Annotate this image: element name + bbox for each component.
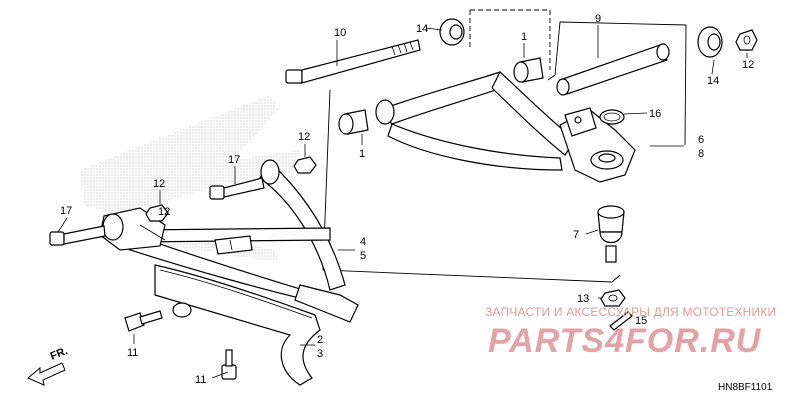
upper-arm-boundary: [322, 21, 687, 283]
cotter-pin-part-15: [609, 311, 633, 331]
nut-part-12-upper-arm: [293, 156, 317, 174]
nut-part-12-lower-arm: [145, 204, 169, 222]
callout-2: 2: [317, 334, 323, 346]
upper-arm-dashed-boundary: [469, 9, 551, 70]
callout-7: 7: [573, 229, 579, 241]
bolt-part-11-bottom: [221, 349, 237, 380]
front-direction-arrow: FR.: [27, 345, 70, 386]
watermark-logo: PARTS4FOR.RU: [488, 322, 762, 360]
bolt-part-17-left: [49, 225, 106, 246]
callout-9: 9: [595, 13, 601, 25]
callout-3: 3: [317, 348, 323, 360]
callout-12-middle: 12: [153, 178, 165, 190]
callout-17-left: 17: [60, 205, 72, 217]
nut-part-12-right: [735, 29, 758, 51]
callout-17-upper: 17: [228, 154, 240, 166]
callout-11-left: 11: [127, 347, 138, 359]
bolt-part-17-upper: [209, 177, 265, 200]
callout-13: 13: [577, 293, 589, 305]
callout-12-lower: 12: [158, 206, 170, 218]
collar-part-14-top: [439, 18, 465, 46]
callout-5: 5: [360, 250, 366, 262]
bolt-part-10: [285, 39, 421, 84]
callout-6: 6: [698, 134, 704, 146]
callout-15: 15: [635, 315, 647, 327]
castle-nut-part-13: [600, 289, 626, 307]
frame-shading: [80, 95, 300, 215]
callout-1-left: 1: [359, 148, 365, 160]
front-label: FR.: [49, 345, 70, 363]
callout-4: 4: [360, 236, 366, 248]
callout-14-right: 14: [707, 75, 719, 87]
callout-11-bottom: 11: [195, 374, 206, 386]
tube-part-9: [556, 43, 670, 96]
bushing-part-1-top: [513, 57, 544, 83]
callout-8: 8: [698, 148, 704, 160]
ball-joint-part-7: [597, 205, 625, 263]
upper-arm-part-6-8: [375, 71, 636, 183]
bushing-part-1-left: [338, 109, 369, 135]
callouts: 10 14 1 9 14 12 1 16 6 8 7 13 15 12 17 1…: [60, 13, 754, 386]
leader-lines: [57, 25, 748, 379]
callout-12-upper: 12: [298, 131, 310, 143]
callout-1-top: 1: [521, 31, 527, 43]
diagram-code: HN8BF1101: [718, 382, 773, 393]
watermark-tagline: ЗАПЧАСТИ И АКСЕССУАРЫ ДЛЯ МОТОТЕХНИКИ: [485, 305, 776, 319]
circlip-part-16: [599, 109, 625, 125]
callout-12-right: 12: [742, 59, 754, 71]
callout-10: 10: [334, 27, 346, 39]
collar-part-14-right: [697, 26, 723, 58]
callout-16: 16: [649, 108, 661, 120]
guard-part-2-3: [154, 264, 321, 386]
watermark: ЗАПЧАСТИ И АКСЕССУАРЫ ДЛЯ МОТОТЕХНИКИ PA…: [485, 305, 776, 360]
lower-arm-part-4-5: [99, 159, 359, 323]
bolt-part-11-left: [124, 310, 163, 332]
callout-14-top: 14: [416, 23, 428, 35]
